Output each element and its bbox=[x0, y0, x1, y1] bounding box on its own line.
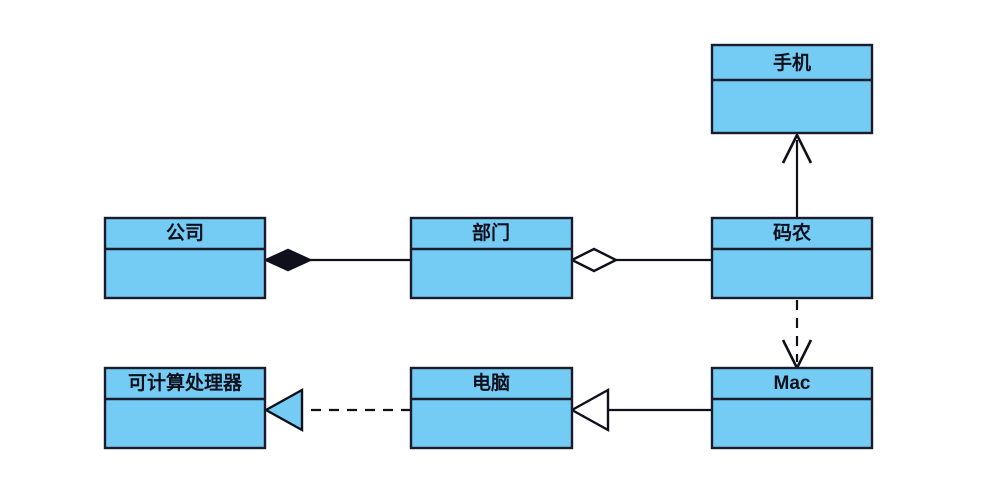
class-box-company[interactable]: 公司 bbox=[103, 216, 267, 300]
class-box-body-mac bbox=[710, 366, 874, 450]
class-box-department[interactable]: 部门 bbox=[409, 216, 574, 300]
open-arrow-up-icon bbox=[781, 132, 813, 164]
class-box-body-computable-processor bbox=[103, 366, 267, 450]
relationship-generalization-mac-computer bbox=[569, 387, 712, 433]
class-box-body-computer bbox=[409, 366, 574, 450]
class-box-coder[interactable]: 码农 bbox=[710, 216, 874, 300]
class-box-phone[interactable]: 手机 bbox=[710, 43, 874, 135]
hollow-triangle-realization-icon bbox=[263, 387, 304, 433]
class-name-department: 部门 bbox=[472, 221, 510, 244]
class-name-mac: Mac bbox=[774, 373, 811, 394]
relationship-association-coder-phone bbox=[781, 132, 813, 218]
class-box-body-company bbox=[103, 216, 267, 300]
class-box-computable-processor[interactable]: 可计算处理器 bbox=[103, 366, 267, 450]
hollow-diamond-icon bbox=[569, 247, 619, 273]
class-name-computer: 电脑 bbox=[472, 371, 510, 394]
class-name-coder: 码农 bbox=[773, 221, 811, 244]
relationship-aggregation-department-coder bbox=[569, 247, 712, 273]
class-name-computable-processor: 可计算处理器 bbox=[128, 371, 243, 394]
relationship-composition-company-department bbox=[263, 248, 411, 272]
hollow-triangle-generalization-icon bbox=[569, 387, 610, 433]
class-name-company: 公司 bbox=[166, 222, 204, 244]
class-box-computer[interactable]: 电脑 bbox=[409, 366, 574, 450]
class-box-mac[interactable]: Mac bbox=[710, 366, 874, 450]
class-box-body-department bbox=[409, 216, 574, 300]
class-box-body-coder bbox=[710, 216, 874, 300]
class-box-body-phone bbox=[710, 43, 874, 135]
class-name-phone: 手机 bbox=[773, 51, 811, 74]
filled-diamond-icon bbox=[263, 248, 313, 272]
relationship-dependency-coder-mac bbox=[781, 300, 813, 371]
relationship-realization-computer-processor bbox=[263, 387, 411, 433]
